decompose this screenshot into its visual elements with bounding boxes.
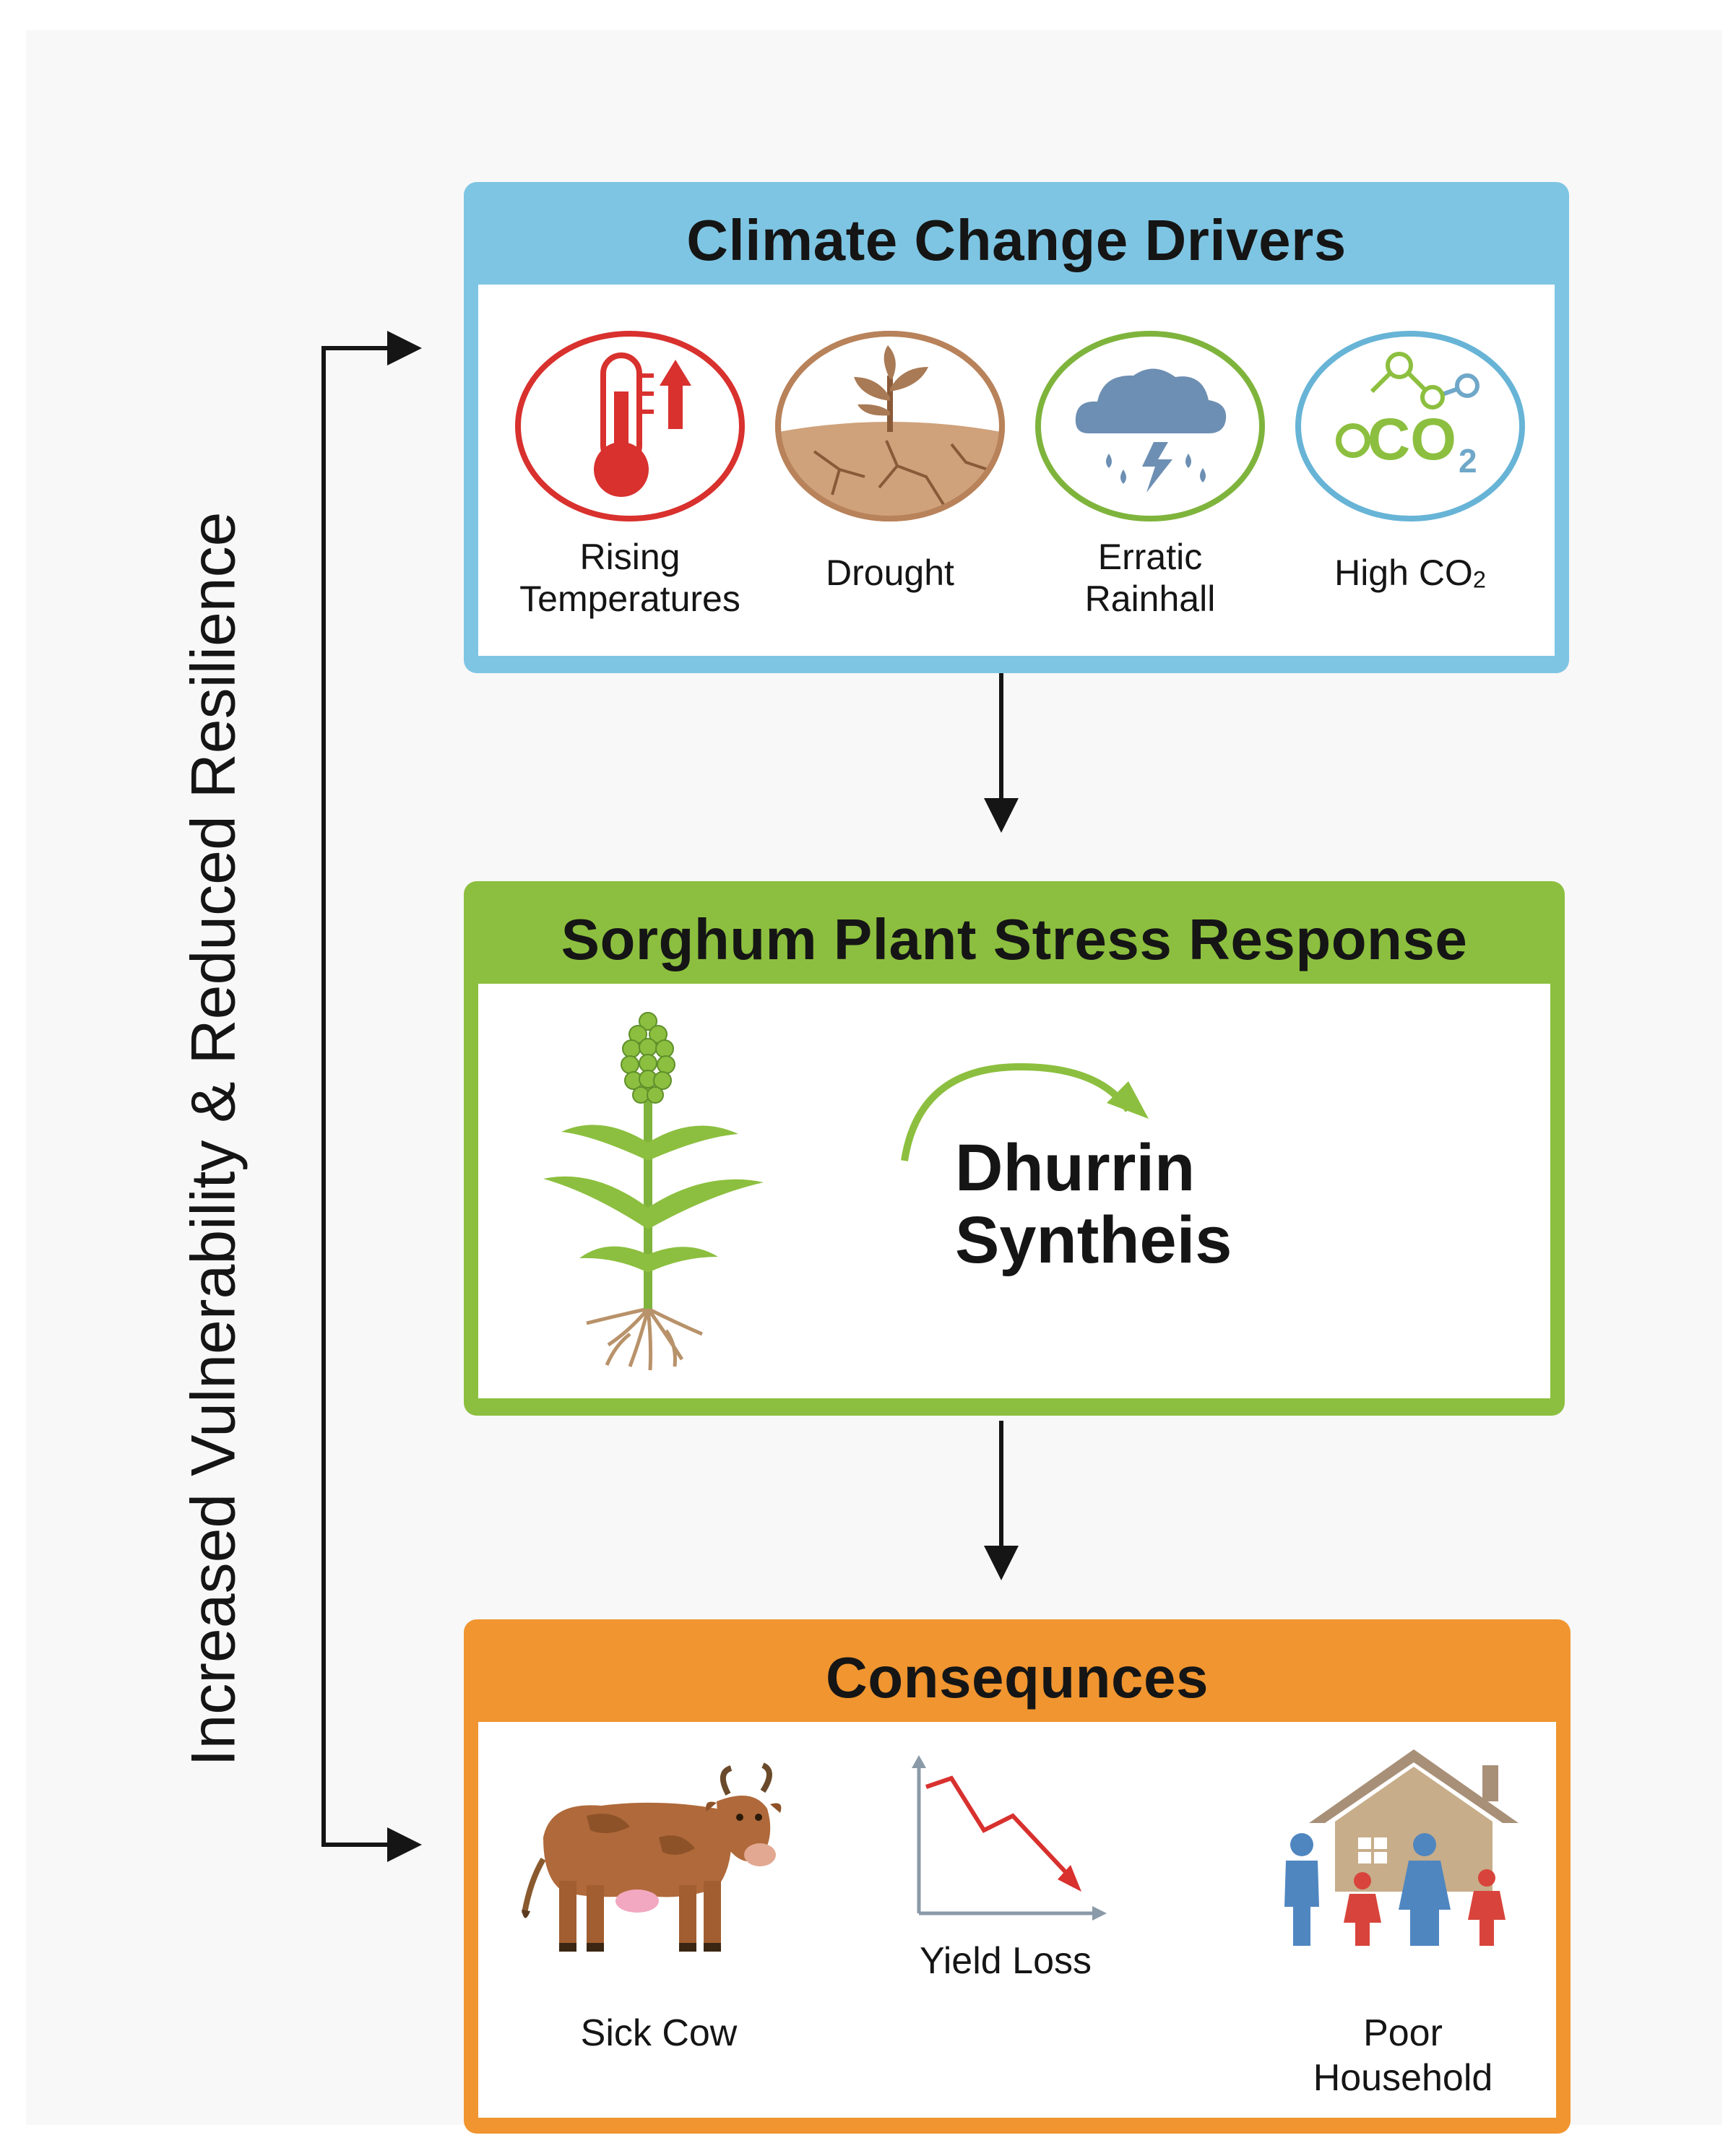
- storm-cloud-icon: [1035, 331, 1265, 521]
- climate-drivers-title: Climate Change Drivers: [686, 208, 1347, 272]
- driver-label-line2: Temperatures: [519, 579, 740, 619]
- driver-drought: Drought: [746, 285, 1034, 656]
- yield-loss-label: Yield Loss: [920, 1940, 1092, 1982]
- driver-label-line1: Rising: [579, 537, 681, 577]
- driver-high-co2: CO 2 High CO2: [1266, 285, 1555, 656]
- climate-drivers-body: Rising Temperatures: [478, 285, 1555, 656]
- vulnerability-side-label: Increased Vulnerability & Reduced Resili…: [178, 511, 249, 1767]
- house-family-icon: [1284, 1749, 1519, 1946]
- flow-arrows: [984, 666, 1019, 1580]
- driver-label-line1: Erratic: [1097, 537, 1203, 577]
- stress-response-title: Sorghum Plant Stress Response: [561, 907, 1468, 971]
- co2-icon-subscript: 2: [1459, 442, 1477, 480]
- driver-label-drought: Drought: [826, 553, 954, 593]
- dhurrin-line1: Dhurrin: [955, 1131, 1196, 1205]
- consequences-title: Consequnces: [825, 1645, 1209, 1710]
- co2-molecule-icon: CO 2: [1295, 331, 1525, 521]
- declining-chart-icon: [912, 1755, 1107, 1921]
- consequences-body: Sick Cow Yield Loss: [478, 1722, 1556, 2118]
- feedback-bracket-arrows: [321, 331, 422, 1862]
- poor-household-line2: Household: [1313, 2057, 1493, 2099]
- dhurrin-line2: Syntheis: [955, 1203, 1232, 1277]
- sick-cow-label: Sick Cow: [580, 2012, 738, 2054]
- drought-sprout-icon: [775, 331, 1005, 521]
- sorghum-plant-icon: [543, 1012, 764, 1371]
- climate-drivers-panel: Climate Change Drivers Rising Temp: [464, 182, 1569, 673]
- synthesis-arrow-icon: [901, 1062, 1149, 1161]
- stress-response-body: Dhurrin Syntheis: [478, 984, 1550, 1398]
- stress-response-panel: Sorghum Plant Stress Response: [464, 881, 1565, 1416]
- driver-erratic-rainfall: Erratic Rainhall: [1006, 285, 1295, 656]
- driver-label-co2: High CO2: [1334, 553, 1486, 593]
- cow-icon: [522, 1762, 782, 1952]
- poor-household-label: Poor Household: [1273, 2011, 1533, 2100]
- co2-icon-text: CO: [1368, 407, 1456, 472]
- thermometer-up-icon: [515, 331, 745, 521]
- driver-label-line2: Rainhall: [1084, 579, 1216, 619]
- dhurrin-synthesis-text: Dhurrin Syntheis: [955, 1132, 1232, 1276]
- diagram-canvas: Increased Vulnerability & Reduced Resili…: [26, 30, 1722, 2134]
- consequences-panel: Consequnces: [464, 1619, 1571, 2134]
- poor-household-line1: Poor: [1363, 2012, 1443, 2054]
- driver-rising-temperatures: Rising Temperatures: [485, 285, 774, 656]
